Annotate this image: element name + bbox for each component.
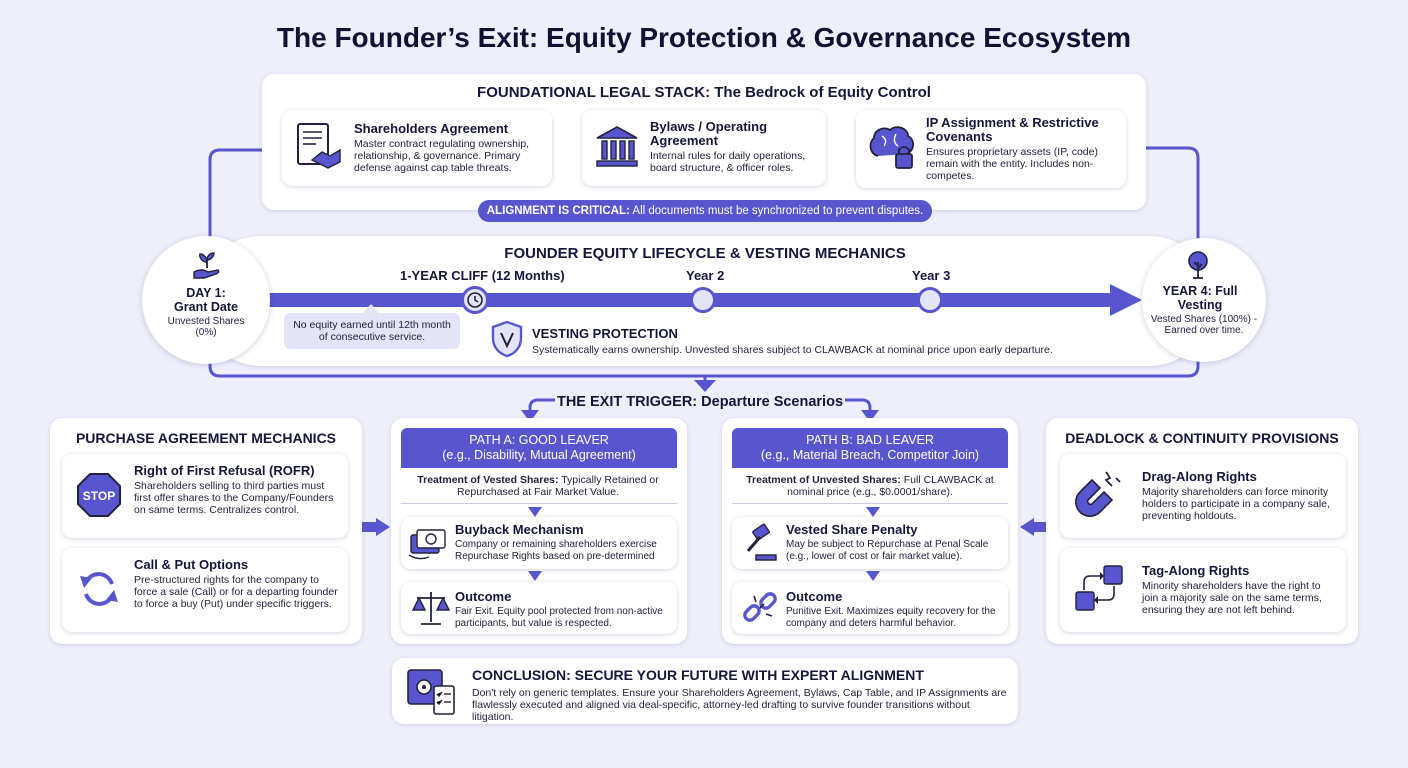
drag-along-desc: Majority shareholders can force minority… xyxy=(1142,486,1330,522)
bad-leaver-arrow-2 xyxy=(866,571,880,581)
conclusion-title: CONCLUSION: SECURE YOUR FUTURE WITH EXPE… xyxy=(472,667,924,683)
buyback-desc: Company or remaining shareholders exerci… xyxy=(455,539,657,562)
seedling-hand-icon xyxy=(192,250,222,280)
tag-along-card: Tag-Along Rights Minority shareholders h… xyxy=(1060,548,1346,632)
good-outcome-card: Outcome Fair Exit. Equity pool protected… xyxy=(401,582,677,634)
bad-leaver-header: PATH B: BAD LEAVER (e.g., Material Breac… xyxy=(732,428,1008,468)
lifecycle-title: FOUNDER EQUITY LIFECYCLE & VESTING MECHA… xyxy=(504,245,906,262)
shareholders-agreement-title: Shareholders Agreement xyxy=(354,121,509,136)
shareholders-agreement-desc: Master contract regulating ownership, re… xyxy=(354,138,530,174)
bad-leaver-header-sub: (e.g., Material Breach, Competitor Join) xyxy=(760,448,980,462)
good-leaver-arrow-1 xyxy=(528,507,542,517)
broken-chain-icon xyxy=(740,588,780,628)
good-leaver-divider xyxy=(401,503,677,504)
cliff-note-pointer xyxy=(362,304,380,314)
good-leaver-treatment: Treatment of Vested Shares: Typically Re… xyxy=(410,474,666,498)
year4-sub: Vested Shares (100%) - Earned over time. xyxy=(1150,314,1258,336)
bylaws-desc: Internal rules for daily operations, boa… xyxy=(650,150,806,174)
tag-along-desc: Minority shareholders have the right to … xyxy=(1142,580,1322,616)
deadlock-title: DEADLOCK & CONTINUITY PROVISIONS xyxy=(1065,430,1339,446)
day1-sub: Unvested Shares (0%) xyxy=(167,316,245,338)
shield-icon xyxy=(490,320,524,358)
bad-leaver-divider xyxy=(732,503,1008,504)
good-outcome-desc: Fair Exit. Equity pool protected from no… xyxy=(455,606,663,629)
penalty-card: Vested Share Penalty May be subject to R… xyxy=(732,517,1008,569)
good-leaver-header: PATH A: GOOD LEAVER (e.g., Disability, M… xyxy=(401,428,677,468)
milestone-year2-marker xyxy=(690,287,716,313)
bylaws-card: Bylaws / Operating Agreement Internal ru… xyxy=(582,110,826,186)
alignment-bold: ALIGNMENT IS CRITICAL: xyxy=(486,205,630,217)
document-handshake-icon xyxy=(294,122,344,174)
year4-title: YEAR 4: Full Vesting xyxy=(1162,284,1238,312)
day1-title: DAY 1: Grant Date xyxy=(174,286,238,314)
tree-icon xyxy=(1184,250,1212,280)
alignment-text: All documents must be synchronized to pr… xyxy=(629,205,924,217)
rofr-card: STOP Right of First Refusal (ROFR) Share… xyxy=(62,454,348,538)
buyback-title: Buyback Mechanism xyxy=(455,522,584,537)
penalty-title: Vested Share Penalty xyxy=(786,522,918,537)
ip-assignment-desc: Ensures proprietary assets (IP, code) re… xyxy=(926,146,1098,182)
tag-along-title: Tag-Along Rights xyxy=(1142,563,1250,578)
clock-icon xyxy=(467,292,483,308)
ip-assignment-title: IP Assignment & Restrictive Covenants xyxy=(926,115,1099,144)
page-title: The Founder’s Exit: Equity Protection & … xyxy=(276,22,1132,53)
milestone-cliff-label: 1-YEAR CLIFF (12 Months) xyxy=(400,268,565,283)
refresh-arrows-icon xyxy=(78,568,120,610)
bad-outcome-title: Outcome xyxy=(786,589,843,604)
milestone-year3-label: Year 3 xyxy=(912,268,951,283)
tag-along-icon xyxy=(1074,562,1124,614)
bad-leaver-arrow-1 xyxy=(866,507,880,517)
call-put-card: Call & Put Options Pre-structured rights… xyxy=(62,548,348,632)
vesting-protection-desc: Systematically earns ownership. Unvested… xyxy=(532,344,1053,356)
bad-leaver-treatment-bold: Treatment of Unvested Shares: xyxy=(746,474,901,486)
conclusion-desc: Don't rely on generic templates. Ensure … xyxy=(472,687,1007,723)
drag-along-card: Drag-Along Rights Majority shareholders … xyxy=(1060,454,1346,538)
rofr-desc: Shareholders selling to third parties mu… xyxy=(134,480,334,516)
buyback-card: Buyback Mechanism Company or remaining s… xyxy=(401,517,677,569)
conclusion-panel: CONCLUSION: SECURE YOUR FUTURE WITH EXPE… xyxy=(392,658,1018,724)
milestone-cliff-marker xyxy=(461,286,489,314)
bylaws-title: Bylaws / Operating Agreement xyxy=(650,119,768,148)
good-outcome-title: Outcome xyxy=(455,589,512,604)
milestone-year2-label: Year 2 xyxy=(686,268,725,283)
government-building-icon xyxy=(594,124,640,170)
stop-sign-icon: STOP xyxy=(76,472,122,518)
good-leaver-arrow-2 xyxy=(528,571,542,581)
alignment-banner: ALIGNMENT IS CRITICAL: All documents mus… xyxy=(478,200,932,222)
legal-stack-title: FOUNDATIONAL LEGAL STACK: The Bedrock of… xyxy=(477,84,931,101)
call-put-desc: Pre-structured rights for the company to… xyxy=(134,574,338,610)
safe-checklist-icon xyxy=(406,666,458,716)
vesting-protection-title: VESTING PROTECTION xyxy=(532,326,678,341)
drag-along-title: Drag-Along Rights xyxy=(1142,469,1257,484)
exit-trigger-title: THE EXIT TRIGGER: Departure Scenarios xyxy=(556,394,844,410)
cliff-note: No equity earned until 12th month of con… xyxy=(284,313,460,349)
ip-assignment-card: IP Assignment & Restrictive Covenants En… xyxy=(856,110,1126,188)
good-leaver-header-sub: (e.g., Disability, Mutual Agreement) xyxy=(442,448,636,462)
penalty-desc: May be subject to Repurchase at Penal Sc… xyxy=(786,539,989,562)
milestone-year3-marker xyxy=(917,287,943,313)
bad-leaver-treatment-text: Full CLAWBACK at nominal price (e.g., $0… xyxy=(787,474,994,498)
good-leaver-header-title: PATH A: GOOD LEAVER xyxy=(469,433,609,447)
gavel-icon xyxy=(740,523,780,563)
scales-icon xyxy=(411,588,451,628)
brain-lock-icon xyxy=(866,122,918,174)
bad-leaver-header-title: PATH B: BAD LEAVER xyxy=(806,433,934,447)
bad-outcome-desc: Punitive Exit. Maximizes equity recovery… xyxy=(786,606,996,629)
rofr-title: Right of First Refusal (ROFR) xyxy=(134,463,315,478)
money-cycle-icon xyxy=(407,525,449,561)
bad-outcome-card: Outcome Punitive Exit. Maximizes equity … xyxy=(732,582,1008,634)
good-leaver-treatment-bold: Treatment of Vested Shares: xyxy=(417,474,559,486)
good-leaver-treatment-text: Typically Retained or Repurchased at Fai… xyxy=(456,474,659,498)
timeline-arrowhead xyxy=(1110,284,1142,316)
purchase-title: PURCHASE AGREEMENT MECHANICS xyxy=(75,430,337,446)
shareholders-agreement-card: Shareholders Agreement Master contract r… xyxy=(282,110,552,186)
magnet-icon xyxy=(1072,468,1124,520)
stop-sign-text: STOP xyxy=(83,489,115,503)
bad-leaver-treatment: Treatment of Unvested Shares: Full CLAWB… xyxy=(742,474,998,498)
call-put-title: Call & Put Options xyxy=(134,557,249,572)
